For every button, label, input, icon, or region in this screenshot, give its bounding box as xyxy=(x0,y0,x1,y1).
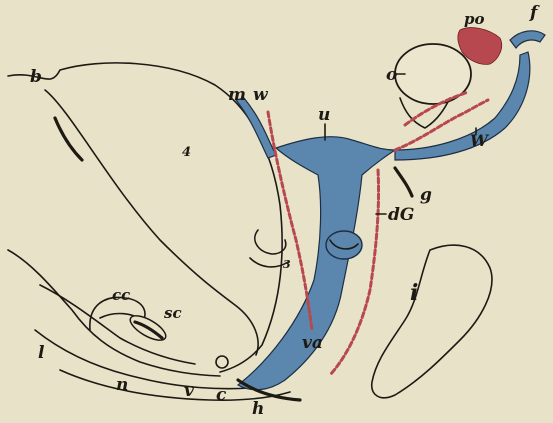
label-v: v xyxy=(184,381,195,401)
label-va: va xyxy=(302,333,323,353)
figure-3-loop xyxy=(255,230,286,254)
label-po: po xyxy=(464,10,485,28)
label-sc: sc xyxy=(164,304,182,322)
label-l: l xyxy=(38,343,45,363)
label-m: m xyxy=(228,85,246,105)
figure-i-cup xyxy=(372,245,492,398)
label-n: n xyxy=(116,375,128,395)
label-c: c xyxy=(216,385,227,405)
round-ligament-g xyxy=(395,168,412,196)
label-b: b xyxy=(30,67,42,87)
label-dG: dG xyxy=(388,205,414,225)
bladder-inner-wall xyxy=(45,90,258,355)
label-W: W xyxy=(470,131,490,150)
urethra-c xyxy=(216,356,228,368)
label-cc: cc xyxy=(112,286,130,304)
label-o: o xyxy=(386,65,397,85)
label-h: h xyxy=(252,399,264,419)
label-f: f xyxy=(529,3,540,23)
label-u: u xyxy=(318,105,330,125)
label-w: w xyxy=(253,85,269,105)
label-fig3: 3 xyxy=(283,258,291,271)
label-g: g xyxy=(420,185,432,205)
bladder-thick-edge xyxy=(55,118,82,160)
tube-fimbria xyxy=(510,31,545,48)
label-i: i xyxy=(410,280,418,306)
label-fig4: 4 xyxy=(182,145,191,160)
